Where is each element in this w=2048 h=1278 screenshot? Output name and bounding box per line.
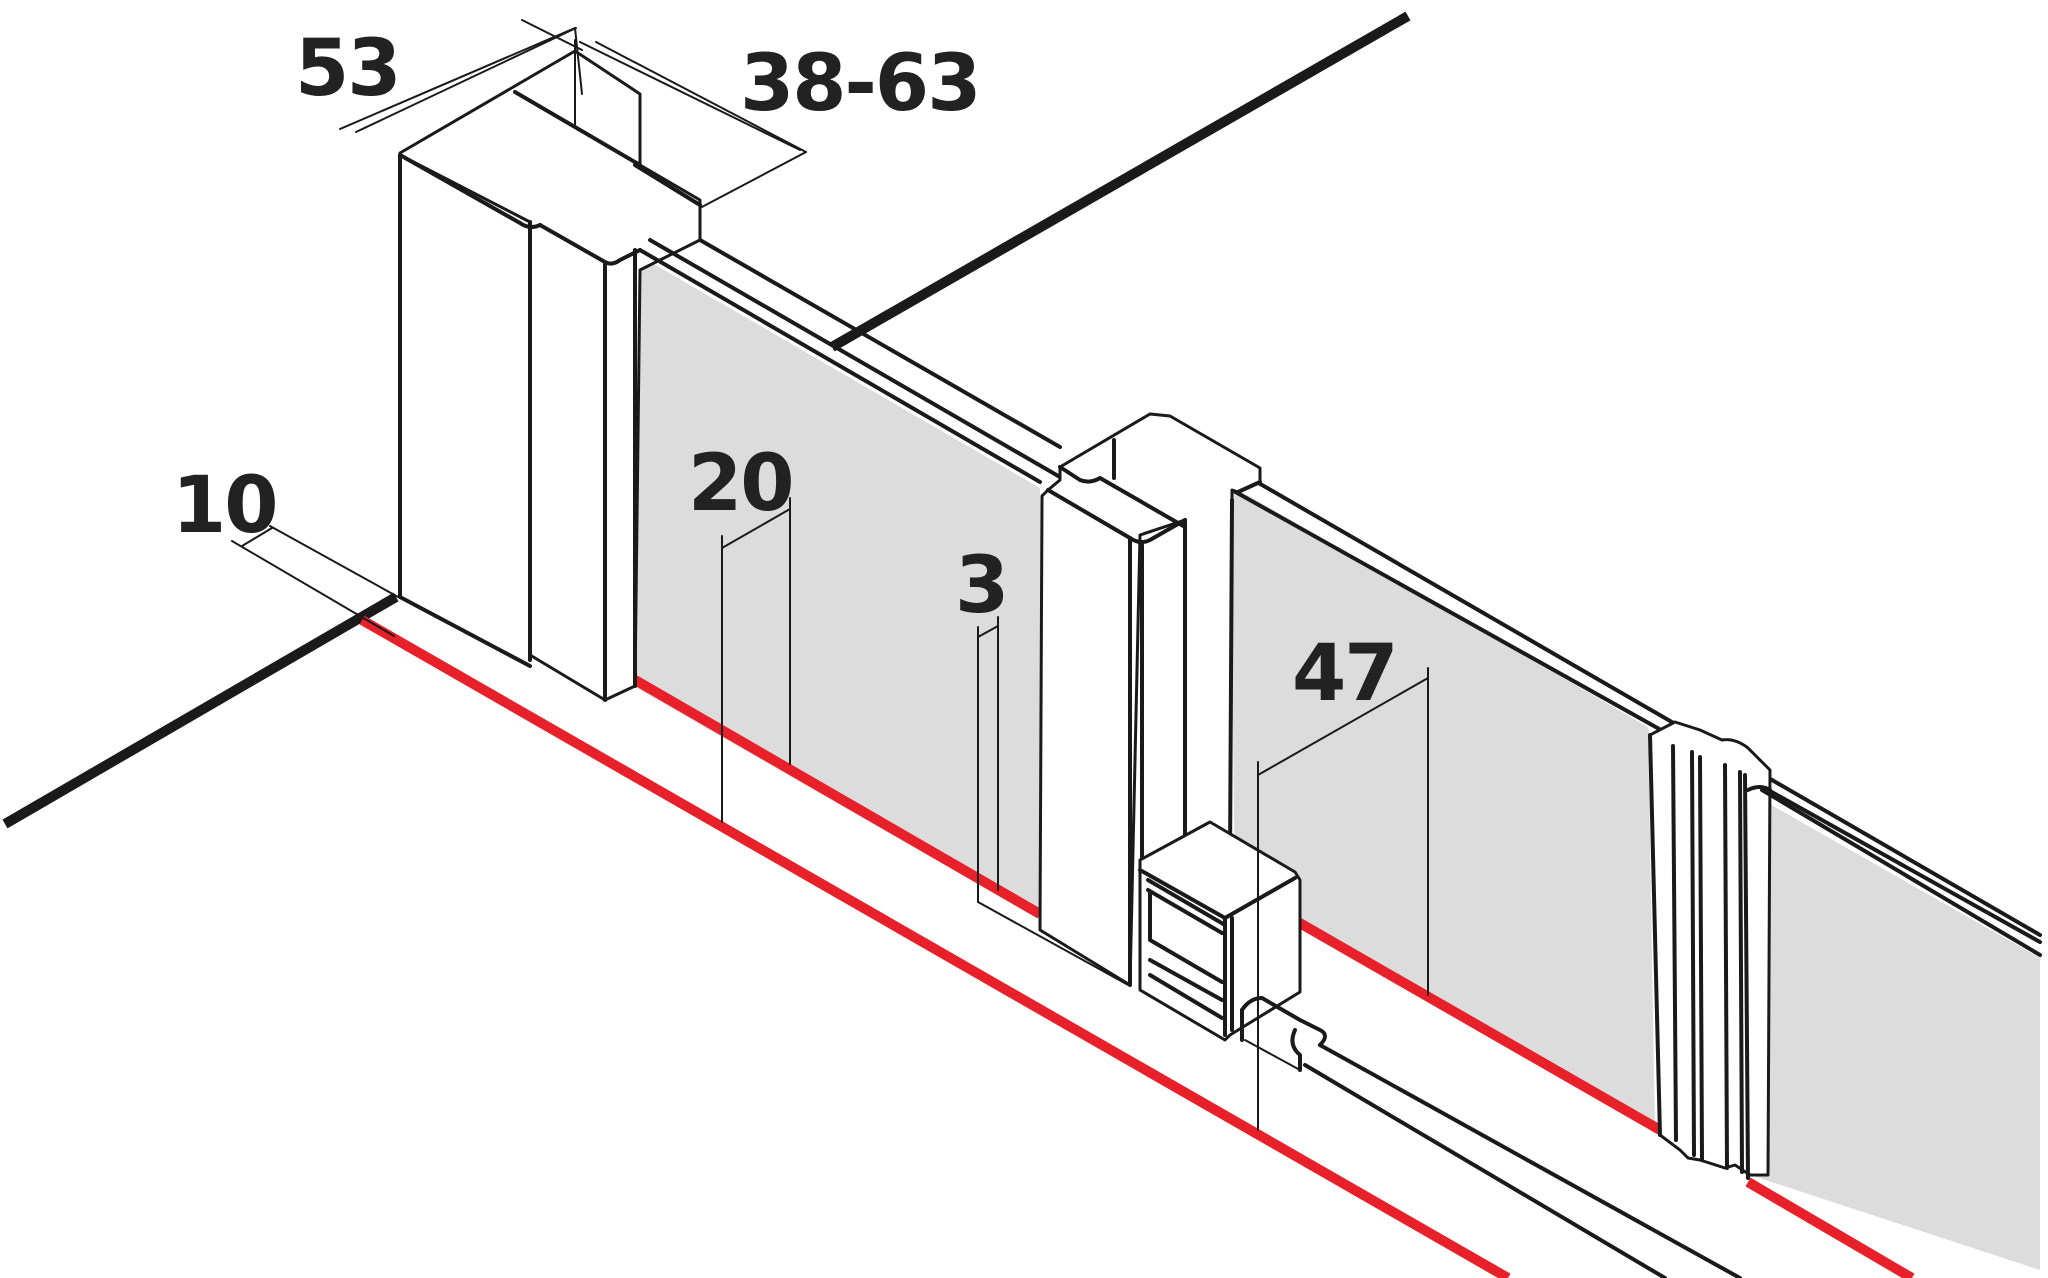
wall-profile xyxy=(398,49,1062,702)
bottom-track xyxy=(1244,1018,1742,1278)
right-post xyxy=(1648,720,2042,1180)
glass-panel-right xyxy=(1745,790,2040,1270)
dimension-label-47: 47 xyxy=(1292,629,1397,719)
top-rail xyxy=(698,238,2042,944)
floor-seal-lines xyxy=(359,615,1915,1278)
dimension-label-3: 3 xyxy=(955,541,1007,631)
glass-panel-middle xyxy=(1230,485,1655,1130)
dimension-lines xyxy=(231,19,1429,1131)
handle-box xyxy=(1138,820,1302,1042)
wall-edges xyxy=(2,11,1411,829)
glass-panel-left xyxy=(633,252,1040,920)
dimension-label-10: 10 xyxy=(172,461,277,551)
dimension-label-38-63: 38-63 xyxy=(740,39,979,129)
dimension-label-20: 20 xyxy=(688,439,793,529)
dimension-label-53: 53 xyxy=(295,24,400,114)
